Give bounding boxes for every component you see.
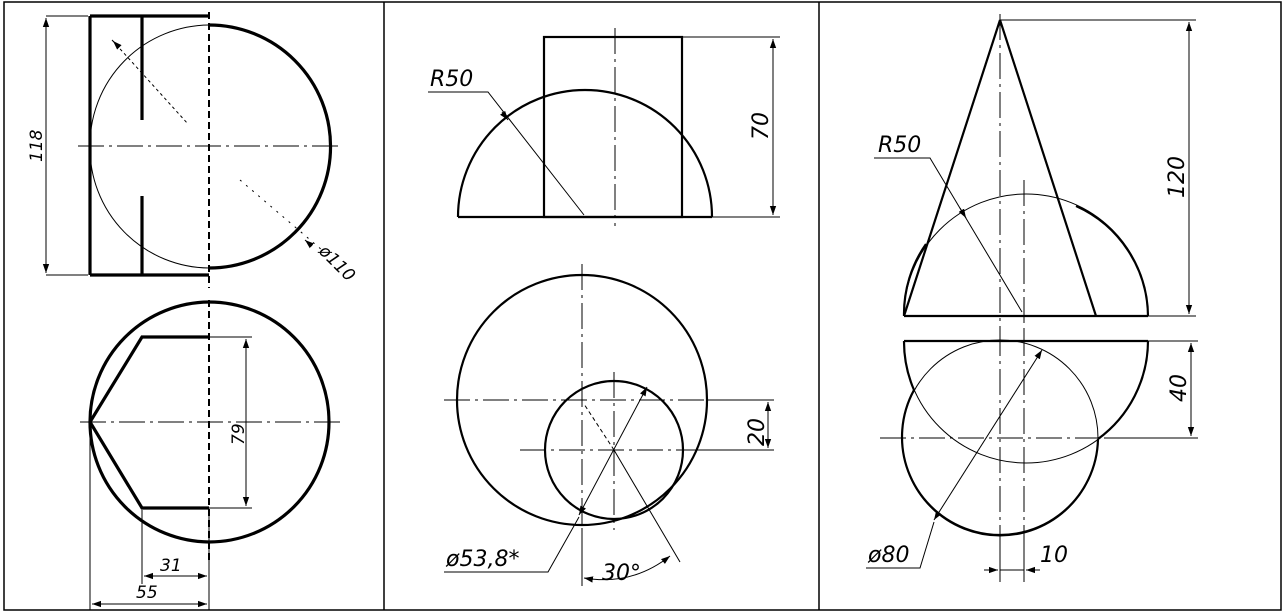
cone-base-circle [900,389,1100,537]
angle-ray-2 [613,449,681,563]
hemisphere-arc-right [1097,340,1150,440]
dim-radius-label: R50 [430,67,473,92]
dim-angle-label: 30° [602,561,641,586]
dim-diameter-label: ø80 [867,543,909,568]
sphere-left-arc-upper [89,24,210,147]
dim-offset-label: 20 [745,418,770,446]
dim-depth-label: 40 [1167,374,1192,402]
hemisphere-arc-thin [903,340,1149,464]
diameter-leader-dashed [111,39,189,125]
diameter-leader [866,521,935,569]
hemisphere-outline [456,88,714,218]
dim-width-short-label: 31 [160,556,182,576]
diameter-leader-dotted [239,179,323,251]
panel-hemisphere-cone: R50 120 ø80 [866,14,1198,582]
radius-leader [428,91,585,216]
dim-diameter-label: ø53,8* [445,547,519,572]
hemisphere-arc-thin [903,193,1149,317]
front-view: R50 70 [428,28,780,226]
hemisphere-arc-right [1075,204,1150,317]
hemisphere-arc-left [902,243,927,317]
hexagon-cut [88,335,209,510]
cone-right-edge-thin [999,19,1097,317]
dim-offset-label: 10 [1040,543,1068,568]
panel-hemisphere-cylinder: R50 70 ø53,8* 30° [428,28,780,586]
dim-width-long-label: 55 [136,583,158,603]
dim-chord-label: 79 [229,423,249,445]
dim-diameter-label: ø110 [314,241,359,286]
cone-left-edge [902,19,1002,317]
sphere-left-arc-lower [89,145,210,269]
cylinder-outline [542,35,684,219]
dim-height-label: 70 [749,112,774,140]
diameter-arrow-outer [304,239,314,249]
dim-radius-label: R50 [878,133,921,158]
sphere-outline-upper-left [88,300,210,423]
sphere-outline [208,23,333,270]
top-view: ø80 10 40 [866,330,1198,582]
angle-arc [583,555,671,583]
outer-frame [3,1,1282,611]
diameter-line [933,349,1043,521]
hemisphere-arc-left [902,340,916,391]
dim-height-label: 120 [1165,156,1190,198]
angle-ray-1 [583,403,615,451]
radius-arrow [500,110,509,121]
radius-leader [874,157,1023,313]
diameter-arrow-inner [112,40,122,50]
sphere-outline-right [208,300,331,544]
top-view: 79 31 55 [80,300,340,610]
radius-arrow [958,207,967,219]
diameter-leader [444,516,580,573]
front-view: 118 ø110 [27,12,359,288]
panel-sphere-cut: 118 ø110 79 31 [27,12,359,610]
front-view: R50 120 [874,14,1196,330]
sphere-outline-lower-left [88,421,210,544]
diameter-line [578,386,648,516]
top-view: ø53,8* 30° 20 [444,264,774,586]
dim-height-label: 118 [27,129,47,162]
